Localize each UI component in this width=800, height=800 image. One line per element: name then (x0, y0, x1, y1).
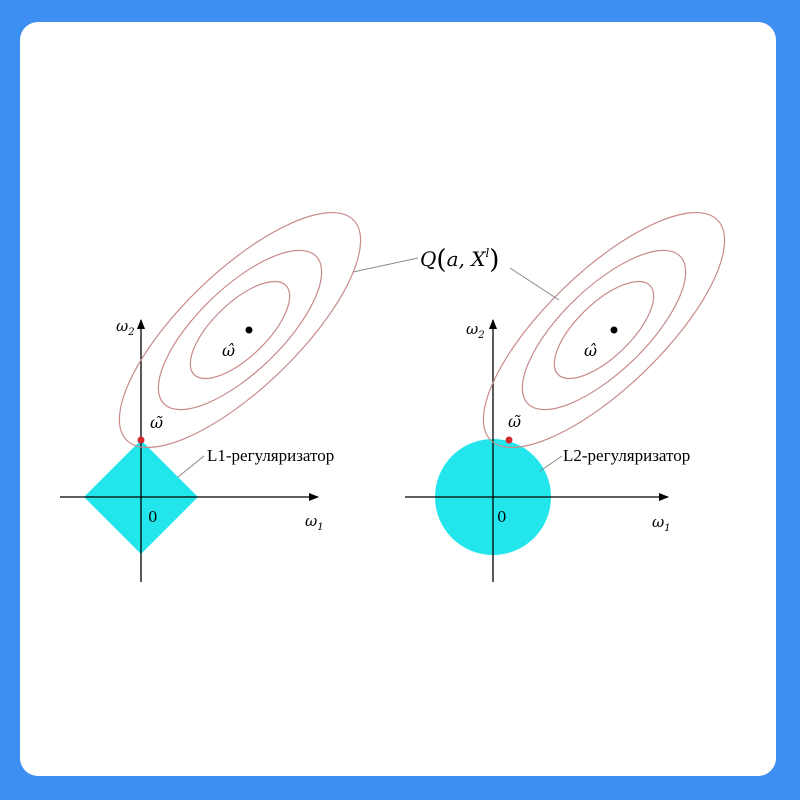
right-x-axis-letter: ω (652, 513, 664, 531)
left-panel: ω̂ ω̃ ω2 ω1 0 L1-регуляризатор (60, 211, 362, 582)
right-loss-contours (482, 211, 726, 449)
right-solution-point (505, 436, 513, 444)
left-y-axis-subscript: 2 (127, 327, 134, 338)
right-x-axis-subscript: 1 (664, 523, 670, 534)
right-contour-middle (521, 249, 687, 411)
right-origin-label: 0 (497, 508, 507, 526)
left-solution-label: ω̃ (150, 413, 163, 432)
right-contour-inner (553, 280, 655, 380)
right-regularizer-leader (539, 455, 563, 472)
loss-function-label-group: Q(a, Xl) (352, 245, 560, 301)
right-y-axis-subscript: 2 (477, 330, 484, 341)
loss-q: Q (420, 247, 436, 271)
right-x-axis-label: ω1 (652, 513, 671, 534)
left-x-axis-subscript: 1 (317, 522, 323, 533)
content-card (20, 22, 776, 776)
left-regularizer-label: L1-регуляризатор (207, 446, 334, 465)
loss-args: a, X (447, 247, 487, 271)
loss-open-paren: ( (436, 245, 446, 275)
loss-function-label: Q(a, Xl) (420, 245, 499, 275)
right-contour-outer (482, 211, 726, 449)
left-y-axis-letter: ω (116, 317, 128, 335)
right-minimum-label: ω̂ (584, 341, 597, 360)
right-y-axis-letter: ω (466, 320, 478, 338)
loss-superscript: l (485, 246, 489, 260)
left-contour-outer (118, 211, 362, 449)
left-regularizer-leader (177, 455, 205, 478)
left-x-axis-letter: ω (305, 512, 317, 530)
loss-leader-left (352, 257, 419, 273)
left-minimum-point (245, 326, 253, 334)
right-panel: ω̂ ω̃ ω2 ω1 0 L2-регуляризатор (405, 211, 726, 582)
right-regularizer-label: L2-регуляризатор (563, 446, 690, 465)
left-y-axis-label: ω2 (116, 317, 135, 338)
right-solution-label: ω̃ (508, 412, 521, 431)
left-contour-inner (189, 280, 291, 380)
left-loss-contours (118, 211, 362, 449)
left-origin-label: 0 (148, 508, 158, 526)
loss-leader-right (509, 267, 560, 301)
right-y-axis-label: ω2 (466, 320, 485, 341)
left-minimum-label: ω̂ (222, 341, 235, 360)
left-contour-middle (157, 249, 323, 411)
left-x-axis-label: ω1 (305, 512, 324, 533)
left-solution-point (137, 436, 145, 444)
right-minimum-point (610, 326, 618, 334)
loss-close-paren: ) (489, 245, 499, 275)
